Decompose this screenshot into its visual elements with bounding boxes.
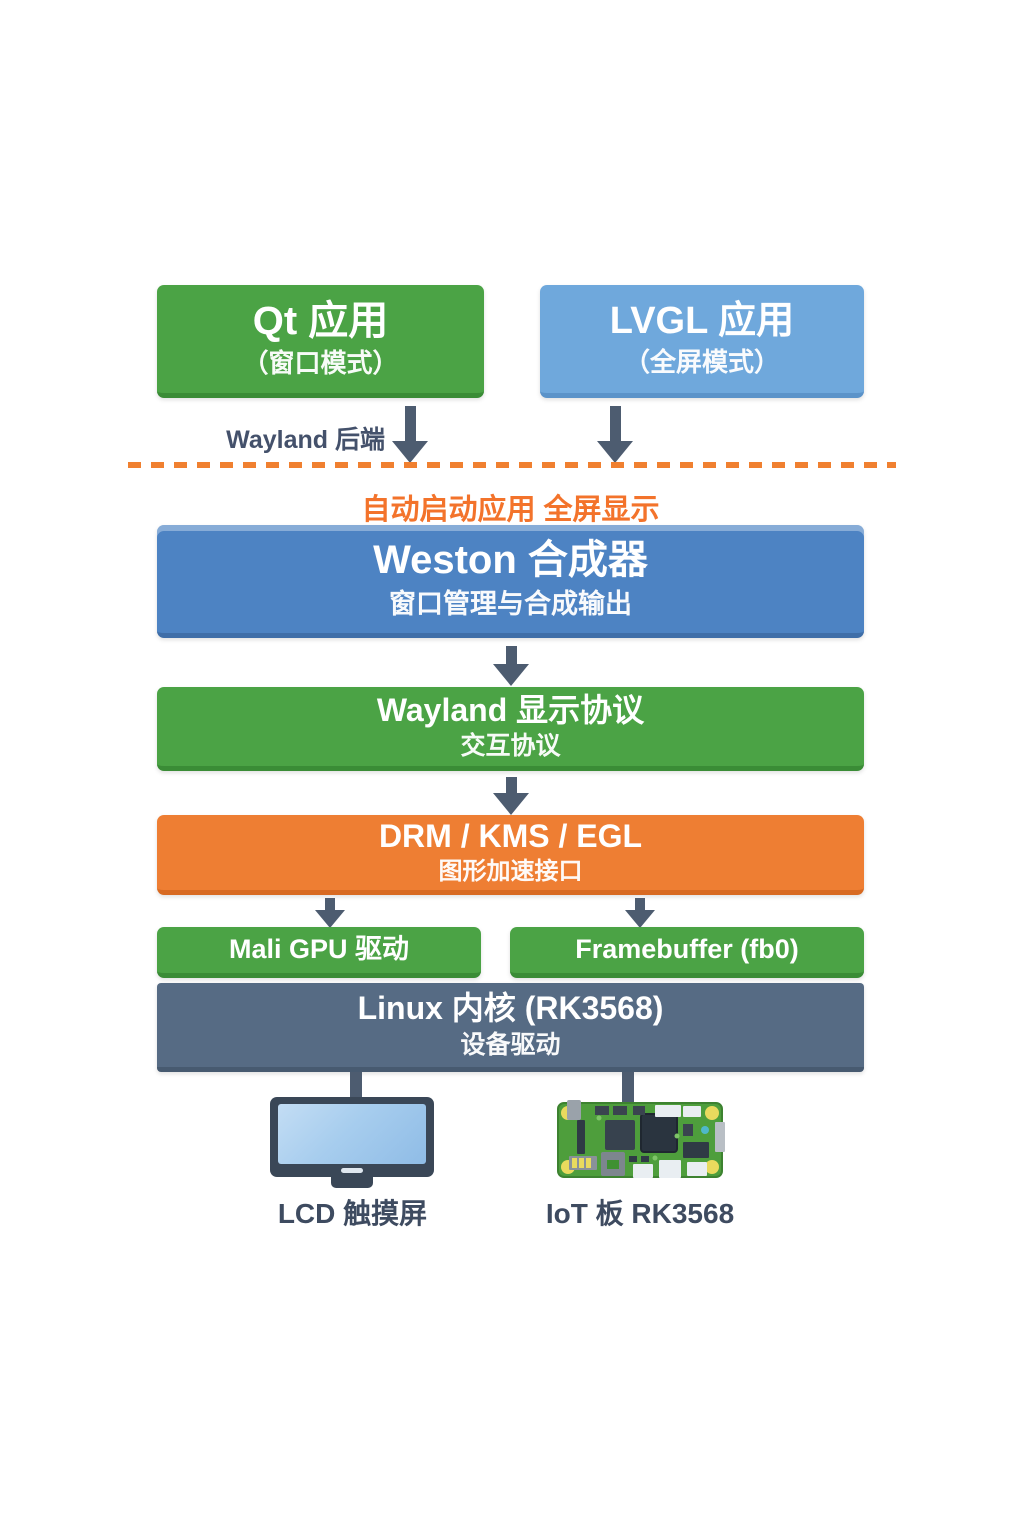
lvgl-app-box: LVGL 应用 （全屏模式） — [540, 285, 864, 398]
arrow-down-icon — [493, 777, 529, 815]
monitor-frame — [270, 1097, 434, 1177]
lvgl-app-title: LVGL 应用 — [609, 299, 795, 342]
linux-kernel-title: Linux 内核 (RK3568) — [357, 989, 664, 1026]
arrow-head — [392, 441, 428, 463]
weston-compositor-box: Weston 合成器 窗口管理与合成输出 — [157, 525, 864, 638]
divider-caption: 自动启动应用 全屏显示 — [361, 494, 660, 526]
weston-subtitle: 窗口管理与合成输出 — [389, 589, 632, 620]
arrow-shaft — [505, 777, 517, 793]
wayland-protocol-subtitle: 交互协议 — [460, 732, 561, 761]
arrow-head — [493, 664, 529, 686]
wayland-backend-label: Wayland 后端 — [226, 426, 385, 454]
iot-board-icon — [557, 1100, 725, 1178]
monitor-screen — [278, 1104, 426, 1164]
arrow-shaft — [404, 406, 416, 441]
drm-subtitle: 图形加速接口 — [438, 858, 583, 885]
wayland-protocol-box: Wayland 显示协议 交互协议 — [157, 687, 864, 771]
arrow-down-icon — [392, 406, 428, 463]
linux-kernel-box: Linux 内核 (RK3568) 设备驱动 — [157, 983, 864, 1072]
arrow-shaft — [505, 646, 517, 664]
mali-gpu-driver-box: Mali GPU 驱动 — [157, 927, 481, 978]
lcd-label: LCD 触摸屏 — [277, 1198, 428, 1229]
arrow-down-icon — [315, 898, 345, 928]
arrow-shaft — [325, 898, 335, 910]
arrow-head — [597, 441, 633, 463]
connector-stub — [622, 1072, 634, 1104]
drm-title: DRM / KMS / EGL — [378, 818, 643, 855]
monitor-home-button — [341, 1168, 363, 1173]
wayland-protocol-title: Wayland 显示协议 — [376, 691, 645, 728]
qt-app-subtitle: （窗口模式） — [242, 348, 399, 379]
arrow-down-icon — [493, 646, 529, 686]
monitor-stand — [331, 1177, 373, 1188]
arrow-down-icon — [597, 406, 633, 463]
arrow-head — [493, 793, 529, 815]
linux-kernel-subtitle: 设备驱动 — [460, 1031, 561, 1060]
lcd-monitor-icon — [270, 1097, 434, 1188]
drm-kms-egl-box: DRM / KMS / EGL 图形加速接口 — [157, 815, 864, 895]
qt-app-box: Qt 应用 （窗口模式） — [157, 285, 484, 398]
mali-gpu-driver-title: Mali GPU 驱动 — [228, 934, 410, 965]
arrow-down-icon — [625, 898, 655, 928]
arrow-head — [625, 910, 655, 928]
qt-app-title: Qt 应用 — [252, 299, 389, 344]
arrow-shaft — [609, 406, 621, 441]
framebuffer-title: Framebuffer (fb0) — [575, 934, 799, 965]
dashed-divider-line — [128, 462, 896, 468]
framebuffer-box: Framebuffer (fb0) — [510, 927, 864, 978]
lvgl-app-subtitle: （全屏模式） — [623, 347, 780, 378]
arrow-head — [315, 910, 345, 928]
iot-board-label: IoT 板 RK3568 — [545, 1198, 735, 1229]
connector-stub — [350, 1072, 362, 1100]
weston-title: Weston 合成器 — [373, 538, 648, 583]
arrow-shaft — [635, 898, 645, 910]
